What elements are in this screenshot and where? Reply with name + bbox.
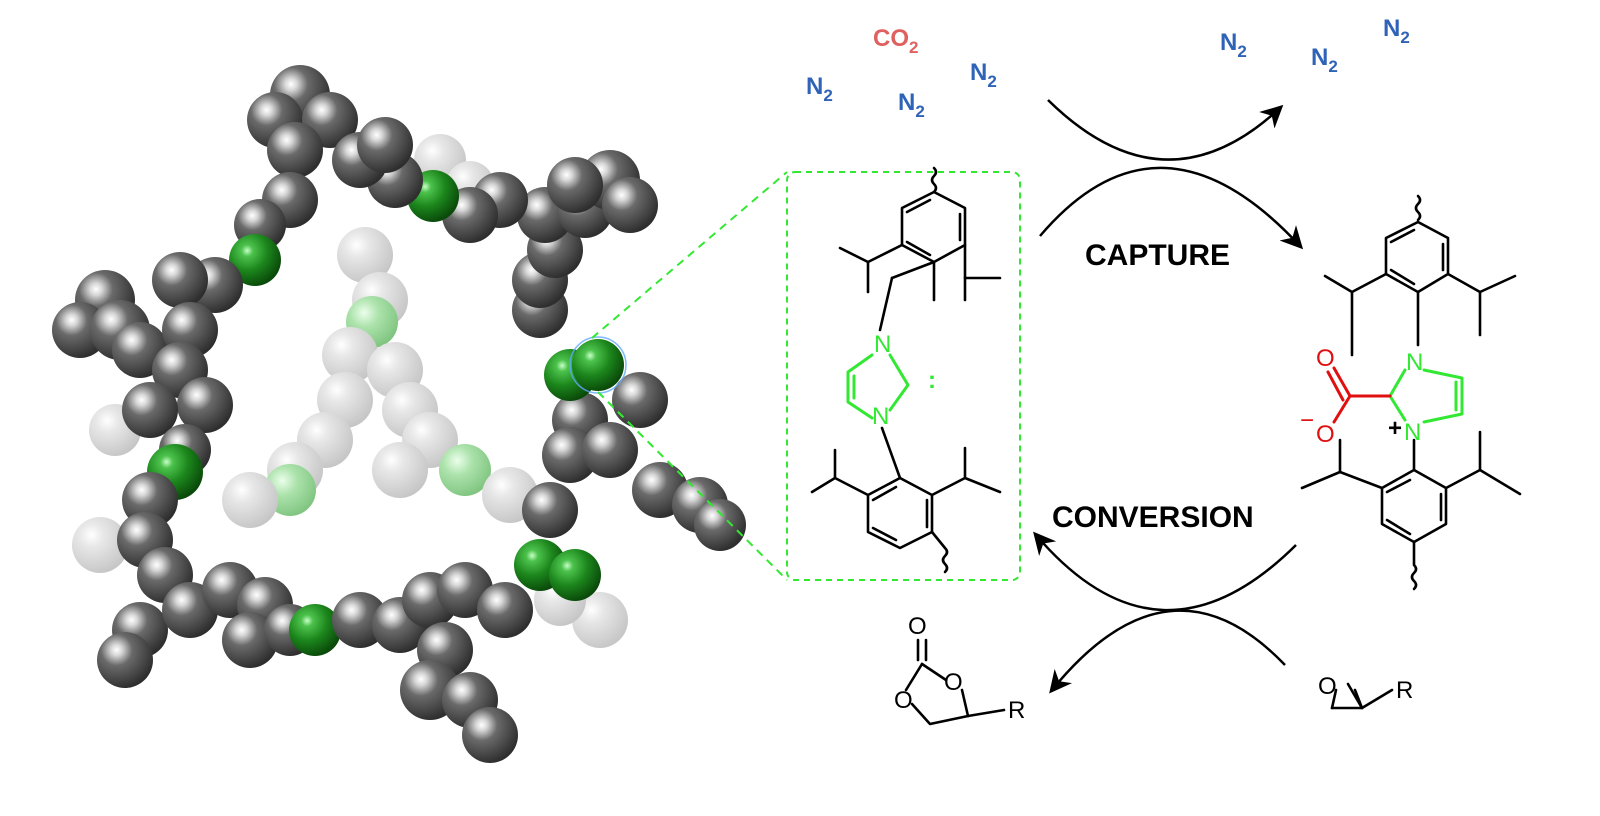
nhc-structure: N N : [810,166,1002,574]
epoxide: O R [1318,673,1413,710]
nhc-n-bottom: N [872,403,889,430]
adduct-o-anion: O [1316,421,1335,448]
adduct-plus: + [1388,415,1402,442]
cage-back-layer [72,134,628,648]
arrow-n2-release [1047,99,1284,161]
co2-label: CO2 [873,25,918,57]
zoom-callout [591,171,1021,581]
capture-label: CAPTURE [1085,239,1230,272]
n2-label-5: N2 [1311,44,1338,76]
nhc-co2-adduct: N N + O O − [1300,194,1522,591]
n2-label-1: N2 [806,73,833,105]
gas-molecules: N2 CO2 N2 N2 N2 N2 N2 [806,15,1410,121]
adduct-o-carbonyl: O [1316,345,1335,372]
zoom-box [786,171,1021,581]
carbonate-o-top: O [908,613,927,640]
nhc-carbene-dots: : [928,367,936,394]
conversion-label: CONVERSION [1052,501,1254,534]
carbonate-r: R [1008,697,1025,724]
adduct-n-top: N [1406,349,1423,376]
arrow-conversion-lower [1049,609,1286,694]
reaction-arrows [1033,99,1304,694]
n2-label-2: N2 [970,59,997,91]
zoom-line-bottom [597,391,788,581]
carbonate-o-ring-left: O [894,687,913,714]
n2-label-4: N2 [1220,29,1247,61]
n2-label-6: N2 [1383,15,1410,47]
arrow-capture [1039,166,1304,250]
cyclic-carbonate: O O O R [894,613,1025,726]
arrow-conversion-upper [1033,531,1297,612]
adduct-minus: − [1300,407,1314,434]
n2-label-3: N2 [898,89,925,121]
adduct-n-bottom: N [1404,419,1421,446]
molecular-cage [52,65,746,763]
carbonate-o-ring-right: O [944,669,963,696]
zoom-line-top [591,171,788,339]
nhc-n-top: N [874,331,891,358]
epoxide-o: O [1318,673,1337,700]
epoxide-r: R [1396,677,1413,704]
